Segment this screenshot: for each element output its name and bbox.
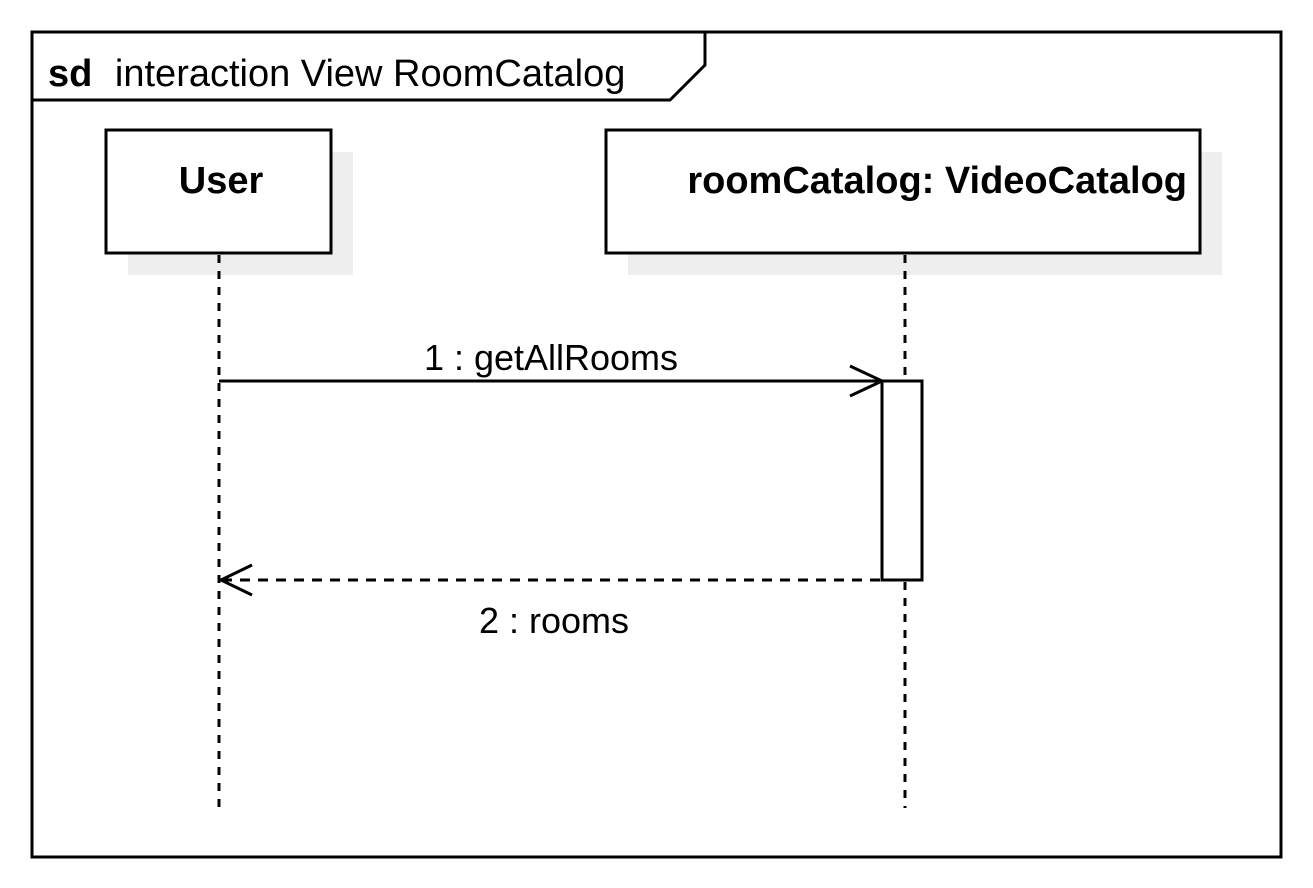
- lifeline-catalog-head: [604, 128, 1202, 255]
- lifeline-user-label: User: [179, 160, 264, 202]
- frame-header: [32, 32, 707, 102]
- frame-title-text: interaction View RoomCatalog: [115, 53, 625, 95]
- message-1-label: 1 : getAllRooms: [424, 337, 678, 378]
- frame-keyword: sd: [48, 53, 92, 95]
- lifeline-catalog-label: roomCatalog: VideoCatalog: [687, 160, 1187, 202]
- message-2-label: 2 : rooms: [479, 600, 629, 641]
- frame-title: sd interaction View RoomCatalog: [48, 53, 625, 95]
- lifeline-user-head: [104, 128, 333, 255]
- message-1-arrowhead: [849, 364, 886, 398]
- message-2-arrowhead: [217, 563, 253, 597]
- activation-bar: [880, 379, 924, 582]
